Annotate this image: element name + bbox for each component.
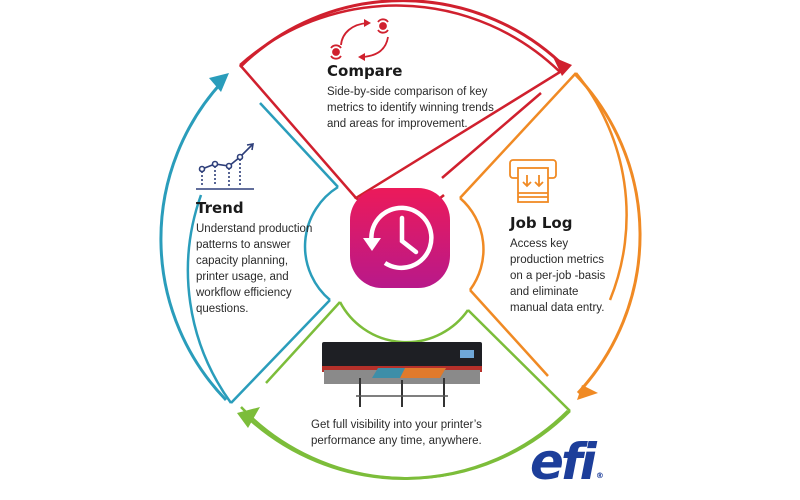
visibility-section: Get full visibility into your printer’s … [311,417,482,449]
trend-line: printer usage, and [196,271,289,283]
trend-line: patterns to answer [196,239,291,251]
registered-mark: ® [595,471,604,480]
arrowhead-compare-icon [553,57,572,76]
trend-section: Trend Understand production patterns to … [196,199,312,317]
trend-line: Understand production [196,223,313,235]
wedge-trend [186,102,339,404]
trend-line: questions. [196,303,249,315]
wedge-visibility [240,301,571,480]
compare-description: Side-by-side comparison of key metrics t… [327,84,494,132]
visibility-line: Get full visibility into your printer’s [311,419,482,431]
job-log-line: and eliminate [510,286,579,298]
job-log-section: Job Log Access key production metrics on… [510,214,605,316]
compare-line: Side-by-side comparison of key [327,86,488,98]
compare-title: Compare [327,62,403,80]
arrowhead-trend-icon [209,73,229,92]
trend-chart-icon [196,143,254,190]
trend-title: Trend [196,199,244,217]
efi-logo: efi® [530,437,604,487]
history-clock-icon [350,188,450,288]
job-log-description: Access key production metrics on a per-j… [510,236,605,316]
compare-section: Compare Side-by-side comparison of key m… [327,62,494,132]
job-log-title: Job Log [510,214,573,232]
job-log-line: Access key [510,238,569,250]
compare-line: metrics to identify winning trends [327,102,494,114]
outer-arc-compare [238,0,569,71]
job-log-line: manual data entry. [510,302,605,314]
outer-arc-job-log [573,72,642,395]
trend-line: capacity planning, [196,255,289,267]
wedge-job-log [459,72,628,377]
job-log-line: on a per-job -basis [510,270,606,282]
visibility-line: performance any time, anywhere. [311,435,482,447]
trend-description: Understand production patterns to answer… [196,221,312,317]
compare-line: and areas for improvement. [327,118,468,130]
printer-image [322,342,482,407]
visibility-description: Get full visibility into your printer’s … [311,417,482,449]
print-log-icon [509,159,557,203]
logo-text: efi [530,433,597,491]
compare-arrows-icon [330,18,389,61]
arrowhead-job-log-icon [577,385,598,400]
job-log-line: production metrics [510,254,604,266]
trend-line: workflow efficiency [196,287,292,299]
arrowhead-visibility-icon [237,407,260,428]
outer-arc-trend [159,80,228,402]
